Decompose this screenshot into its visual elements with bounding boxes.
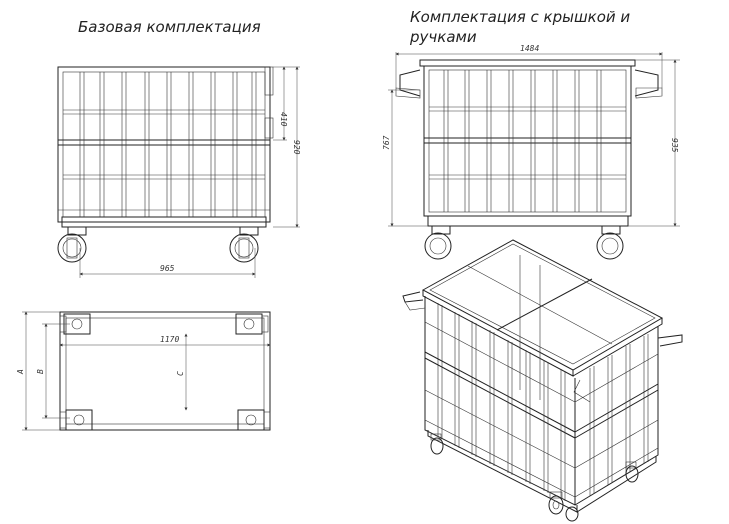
wheel-left — [57, 226, 87, 263]
iso-wheel-front-left — [430, 433, 444, 455]
dim-height-total: 920 — [292, 140, 301, 155]
dim-height-body: 767 — [382, 135, 391, 150]
heading-lid-line2: ручками — [409, 28, 477, 46]
caster-bottom-right — [237, 409, 271, 431]
top-view: 1170 A B — [16, 311, 271, 431]
wheel-right — [229, 226, 259, 263]
caster-bottom-left — [59, 409, 93, 431]
heading-lid-line1: Комплектация с крышкой и — [410, 8, 630, 26]
iso-wheel-front-right — [548, 491, 564, 515]
front-view-basic: 965 410 920 — [57, 66, 301, 278]
iso-wheel-back-right — [625, 461, 639, 483]
dim-height-upper: 410 — [279, 112, 288, 127]
dim-length-top: 1170 — [160, 335, 179, 344]
dim-width-with-handles: 1484 — [520, 44, 539, 53]
front-view-lid: 1484 767 935 — [382, 44, 680, 260]
heading-basic: Базовая комплектация — [78, 18, 261, 36]
dim-width-front: 965 — [160, 264, 175, 273]
caster-top-right — [235, 313, 269, 335]
dim-label-a: A — [16, 369, 25, 375]
isometric-view — [402, 239, 683, 522]
dim-height-with-lid: 935 — [670, 138, 679, 153]
dim-label-b: B — [36, 369, 45, 374]
iso-wheel-side — [565, 506, 579, 522]
dim-label-c: C — [176, 371, 185, 376]
